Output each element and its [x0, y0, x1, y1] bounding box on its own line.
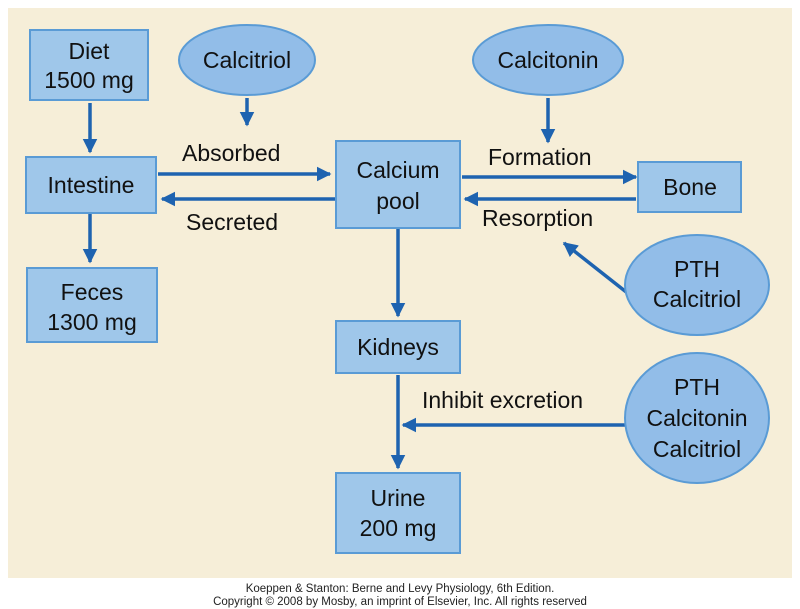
urine-amount: 200 mg	[360, 515, 437, 541]
calcium-pool-label-1: Calcium	[356, 157, 439, 183]
feces-amount: 1300 mg	[47, 309, 137, 335]
calcitonin-ellipse	[472, 24, 624, 96]
credit-line-1: Koeppen & Stanton: Berne and Levy Physio…	[245, 583, 555, 595]
inhibit-excretion-label: Inhibit excretion	[422, 387, 583, 413]
calcitriol-ellipse	[178, 24, 316, 96]
calcium-pool-label-2: pool	[376, 188, 419, 214]
feces-box	[26, 267, 158, 343]
diet-amount: 1500 mg	[44, 67, 134, 93]
calcitonin-label-2: Calcitonin	[647, 405, 748, 431]
resorption-label: Resorption	[482, 205, 593, 231]
arrow-pth-calcitriol-to-resorption	[562, 241, 632, 297]
secreted-label: Secreted	[186, 209, 278, 235]
intestine-box	[25, 156, 157, 214]
feces-label: Feces	[61, 279, 124, 305]
diet-label: Diet	[69, 38, 111, 64]
calcium-homeostasis-diagram: Diet 1500 mg Intestine Feces 1300 mg Cal…	[8, 8, 792, 578]
bone-box	[637, 161, 742, 213]
pth-calcitriol-ellipse	[624, 234, 770, 336]
calcitonin-label: Calcitonin	[498, 47, 599, 73]
calcitriol-label: Calcitriol	[203, 47, 291, 73]
calcitriol-label-3: Calcitriol	[653, 436, 741, 462]
diet-box	[29, 29, 149, 101]
credit-line-2: Copyright © 2008 by Mosby, an imprint of…	[213, 596, 587, 608]
pth-label-1: PTH	[674, 256, 720, 282]
kidneys-label: Kidneys	[357, 334, 439, 360]
urine-box	[335, 472, 461, 554]
kidneys-box	[335, 320, 461, 374]
calcitriol-label-2: Calcitriol	[653, 286, 741, 312]
formation-label: Formation	[488, 144, 592, 170]
bone-label: Bone	[663, 174, 717, 200]
pth-calcitonin-calcitriol-ellipse	[624, 352, 770, 484]
absorbed-label: Absorbed	[182, 140, 280, 166]
calcium-pool-box	[335, 140, 461, 229]
intestine-label: Intestine	[48, 172, 135, 198]
urine-label: Urine	[371, 485, 426, 511]
pth-label-2: PTH	[674, 374, 720, 400]
